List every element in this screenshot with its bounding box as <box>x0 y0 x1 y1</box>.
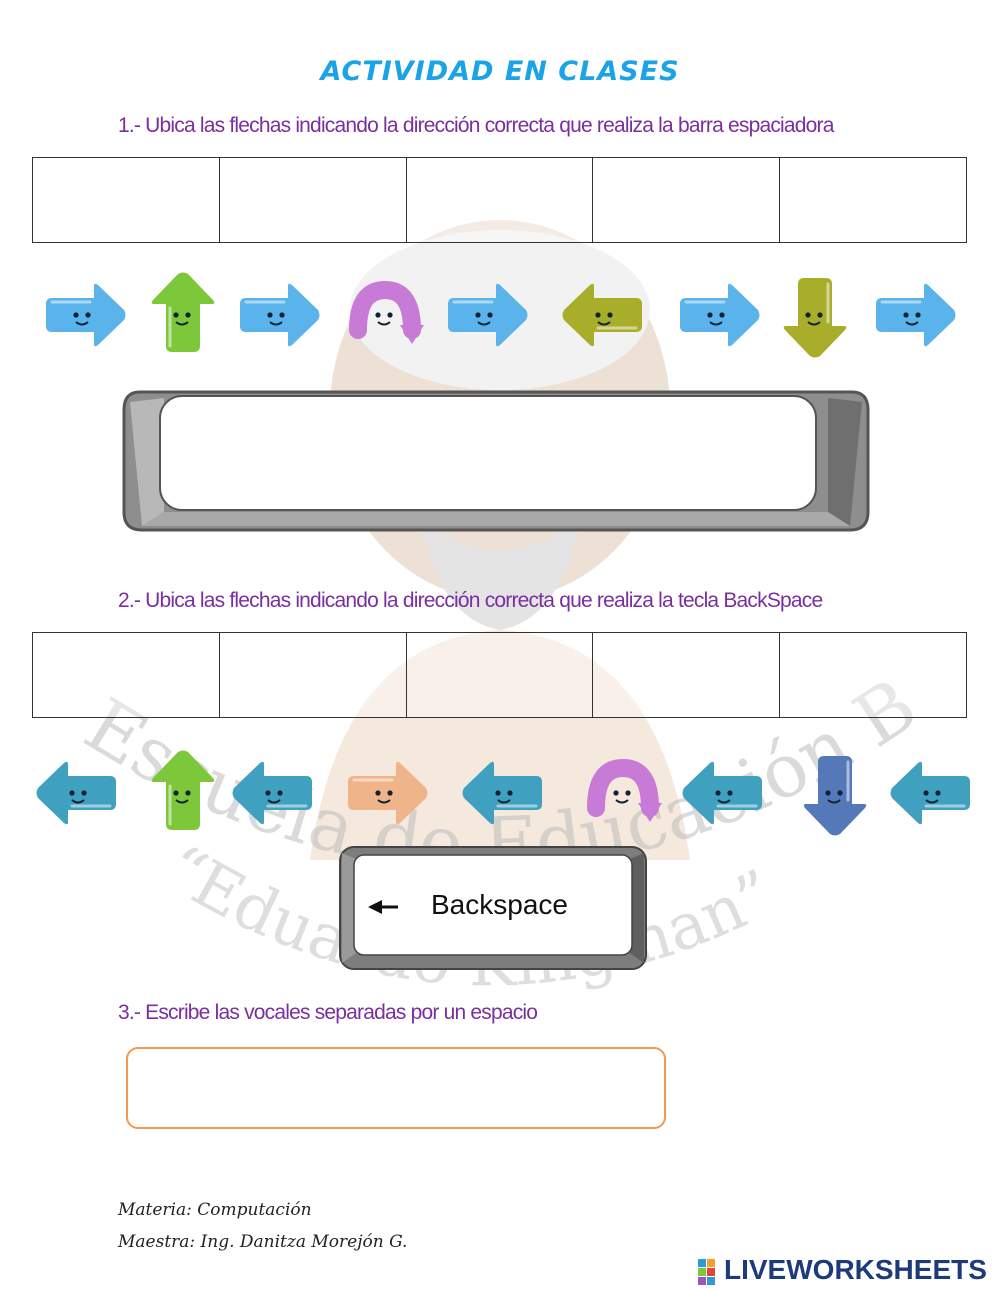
page-title: ACTIVIDAD EN CLASES <box>320 56 680 87</box>
arrow-left-icon[interactable] <box>230 748 320 838</box>
brand-name: LIVEWORKSHEETS <box>724 1254 987 1285</box>
arrow-left-icon[interactable] <box>680 748 770 838</box>
arrow-left-icon[interactable] <box>560 270 650 360</box>
drop-slot[interactable] <box>219 158 407 242</box>
drop-slot[interactable] <box>219 633 407 717</box>
question-2: 2.- Ubica las flechas indicando la direc… <box>118 589 823 612</box>
arrow-left-icon[interactable] <box>888 748 978 838</box>
arrow-right-icon[interactable] <box>232 270 322 360</box>
vowels-input[interactable] <box>126 1047 666 1129</box>
backspace-label: Backspace <box>431 889 568 920</box>
arrow-up-icon[interactable] <box>138 270 228 360</box>
arrow-right-icon[interactable] <box>38 270 128 360</box>
drop-slot[interactable] <box>33 633 220 717</box>
drop-slot[interactable] <box>780 158 966 242</box>
footer-subject: Materia: Computación <box>118 1200 312 1220</box>
arrow-right-icon[interactable] <box>672 270 762 360</box>
arrow-down-icon[interactable] <box>770 270 860 360</box>
arrow-right-icon[interactable] <box>440 270 530 360</box>
question-1: 1.- Ubica las flechas indicando la direc… <box>118 114 834 137</box>
arrow-right-icon[interactable] <box>340 748 430 838</box>
drop-slot[interactable] <box>780 633 966 717</box>
arrow-left-icon[interactable] <box>34 748 124 838</box>
question-3: 3.- Escribe las vocales separadas por un… <box>118 1001 538 1024</box>
arrow-up-icon[interactable] <box>138 748 228 838</box>
arrow-left-icon[interactable] <box>460 748 550 838</box>
drop-slot[interactable] <box>406 158 594 242</box>
footer-teacher: Maestra: Ing. Danitza Morejón G. <box>118 1232 408 1252</box>
arrow-curve-icon[interactable] <box>578 748 668 838</box>
arrow-down-icon[interactable] <box>790 748 880 838</box>
drop-slot[interactable] <box>33 158 220 242</box>
answer-row-2 <box>32 632 967 718</box>
spacebar-key <box>122 390 870 532</box>
drop-slot[interactable] <box>406 633 594 717</box>
arrow-right-icon[interactable] <box>868 270 958 360</box>
backspace-key: Backspace <box>338 845 648 971</box>
arrow-bank-1 <box>0 270 1000 370</box>
brand-icon <box>698 1259 715 1285</box>
arrow-curve-icon[interactable] <box>340 270 430 360</box>
drop-slot[interactable] <box>593 158 781 242</box>
arrow-bank-2 <box>0 748 1000 858</box>
drop-slot[interactable] <box>593 633 781 717</box>
answer-row-1 <box>32 157 967 243</box>
brand-logo: LIVEWORKSHEETS <box>698 1254 993 1286</box>
